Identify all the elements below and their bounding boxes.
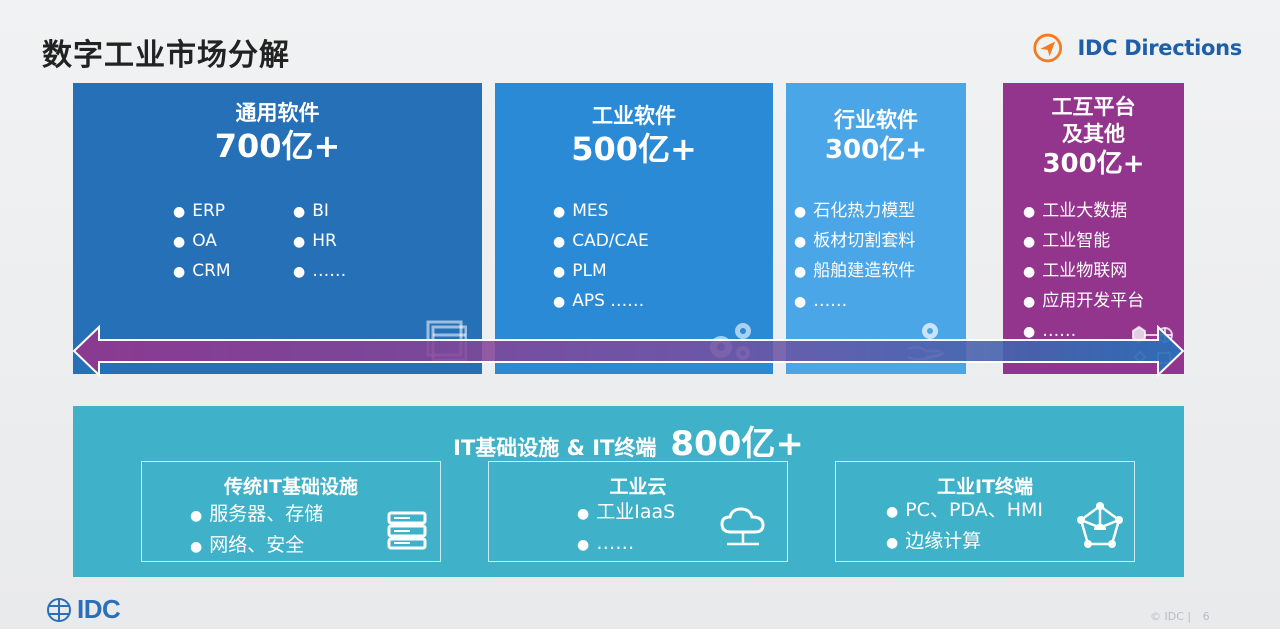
- list-item: 工业大数据: [1023, 197, 1144, 227]
- list-item: ……: [577, 529, 675, 560]
- infra-title: IT基础设施 & IT终端: [453, 436, 657, 460]
- segment-items-right: BI HR ……: [293, 197, 346, 287]
- footer-logo: IDC: [46, 594, 121, 625]
- paper-plane-icon: [1033, 33, 1063, 63]
- page-number: 6: [1202, 610, 1210, 623]
- footer-logo-text: IDC: [77, 594, 121, 624]
- segment-platform-others: 工互平台 及其他 300亿+ 工业大数据 工业智能 工业物联网 应用开发平台 ……: [1003, 83, 1184, 374]
- infra-value: 800亿+: [670, 424, 804, 464]
- segment-title: 工业软件: [592, 104, 676, 128]
- list-item: 应用开发平台: [1023, 287, 1144, 317]
- sub-items: PC、PDA、HMI 边缘计算: [886, 496, 1043, 558]
- list-item: 工业智能: [1023, 227, 1144, 257]
- cloud-icon: [720, 507, 765, 546]
- list-item: ……: [293, 257, 346, 287]
- list-item: CAD/CAE: [553, 227, 649, 257]
- list-item: 石化热力模型: [794, 197, 915, 227]
- brand-logo: IDC Directions: [1032, 30, 1242, 66]
- sub-industrial-it-terminal: 工业IT终端 PC、PDA、HMI 边缘计算: [835, 461, 1135, 562]
- sub-title: 工业云: [609, 476, 667, 498]
- sub-traditional-it: 传统IT基础设施 服务器、存储 网络、安全: [141, 461, 441, 562]
- sub-industrial-cloud: 工业云 工业IaaS ……: [488, 461, 788, 562]
- sub-title: 传统IT基础设施: [223, 476, 359, 498]
- segment-value: 500亿+: [571, 130, 697, 168]
- segment-value: 300亿+: [824, 135, 928, 165]
- sub-title: 工业IT终端: [936, 476, 1034, 498]
- list-item: BI: [293, 197, 346, 227]
- list-item: ……: [1023, 317, 1144, 347]
- segment-value: 300亿+: [1042, 149, 1145, 179]
- list-item: APS ……: [553, 287, 649, 317]
- list-item: 服务器、存储: [190, 500, 323, 531]
- list-item: HR: [293, 227, 346, 257]
- list-item: CRM: [173, 257, 230, 287]
- segment-it-infrastructure: IT基础设施 & IT终端 800亿+ 传统IT基础设施 服务器、存储 网络、安全…: [73, 406, 1184, 577]
- segment-items: 工业大数据 工业智能 工业物联网 应用开发平台 ……: [1023, 197, 1144, 347]
- segment-title: 通用软件: [235, 101, 320, 125]
- segment-industrial-software: 工业软件 500亿+ MES CAD/CAE PLM APS ……: [495, 83, 773, 374]
- list-item: MES: [553, 197, 649, 227]
- copyright-text: © IDC |: [1150, 610, 1192, 623]
- list-item: 工业物联网: [1023, 257, 1144, 287]
- list-item: 网络、安全: [190, 531, 323, 562]
- sub-items: 工业IaaS ……: [577, 498, 675, 560]
- list-item: 工业IaaS: [577, 498, 675, 529]
- segment-items: MES CAD/CAE PLM APS ……: [553, 197, 649, 317]
- list-item: PC、PDA、HMI: [886, 496, 1043, 527]
- list-item: OA: [173, 227, 231, 257]
- segment-value: 700亿+: [214, 127, 341, 165]
- idc-globe-icon: [47, 597, 71, 622]
- segment-items-left: ERP OA CRM: [173, 197, 231, 287]
- footer-copyright: © IDC | 6: [1150, 610, 1210, 623]
- list-item: ERP: [173, 197, 231, 227]
- segment-title: 行业软件: [834, 108, 918, 132]
- list-item: 船舶建造软件: [794, 257, 915, 287]
- double-arrow: [73, 325, 1184, 377]
- segment-vertical-software: 行业软件 300亿+ 石化热力模型 板材切割套料 船舶建造软件 ……: [786, 83, 966, 374]
- list-item: 板材切割套料: [794, 227, 915, 257]
- segment-items: 石化热力模型 板材切割套料 船舶建造软件 ……: [794, 197, 915, 317]
- list-item: PLM: [553, 257, 649, 287]
- network-node-icon: [1077, 502, 1123, 548]
- page-title: 数字工业市场分解: [42, 38, 290, 73]
- list-item: 边缘计算: [886, 527, 1043, 558]
- segment-title-line2: 及其他: [1062, 122, 1125, 146]
- segment-title-line1: 工互平台: [1051, 95, 1136, 119]
- server-icon: [387, 511, 427, 550]
- brand-name: IDC Directions: [1077, 36, 1242, 60]
- sub-items: 服务器、存储 网络、安全: [190, 500, 323, 562]
- list-item: ……: [794, 287, 915, 317]
